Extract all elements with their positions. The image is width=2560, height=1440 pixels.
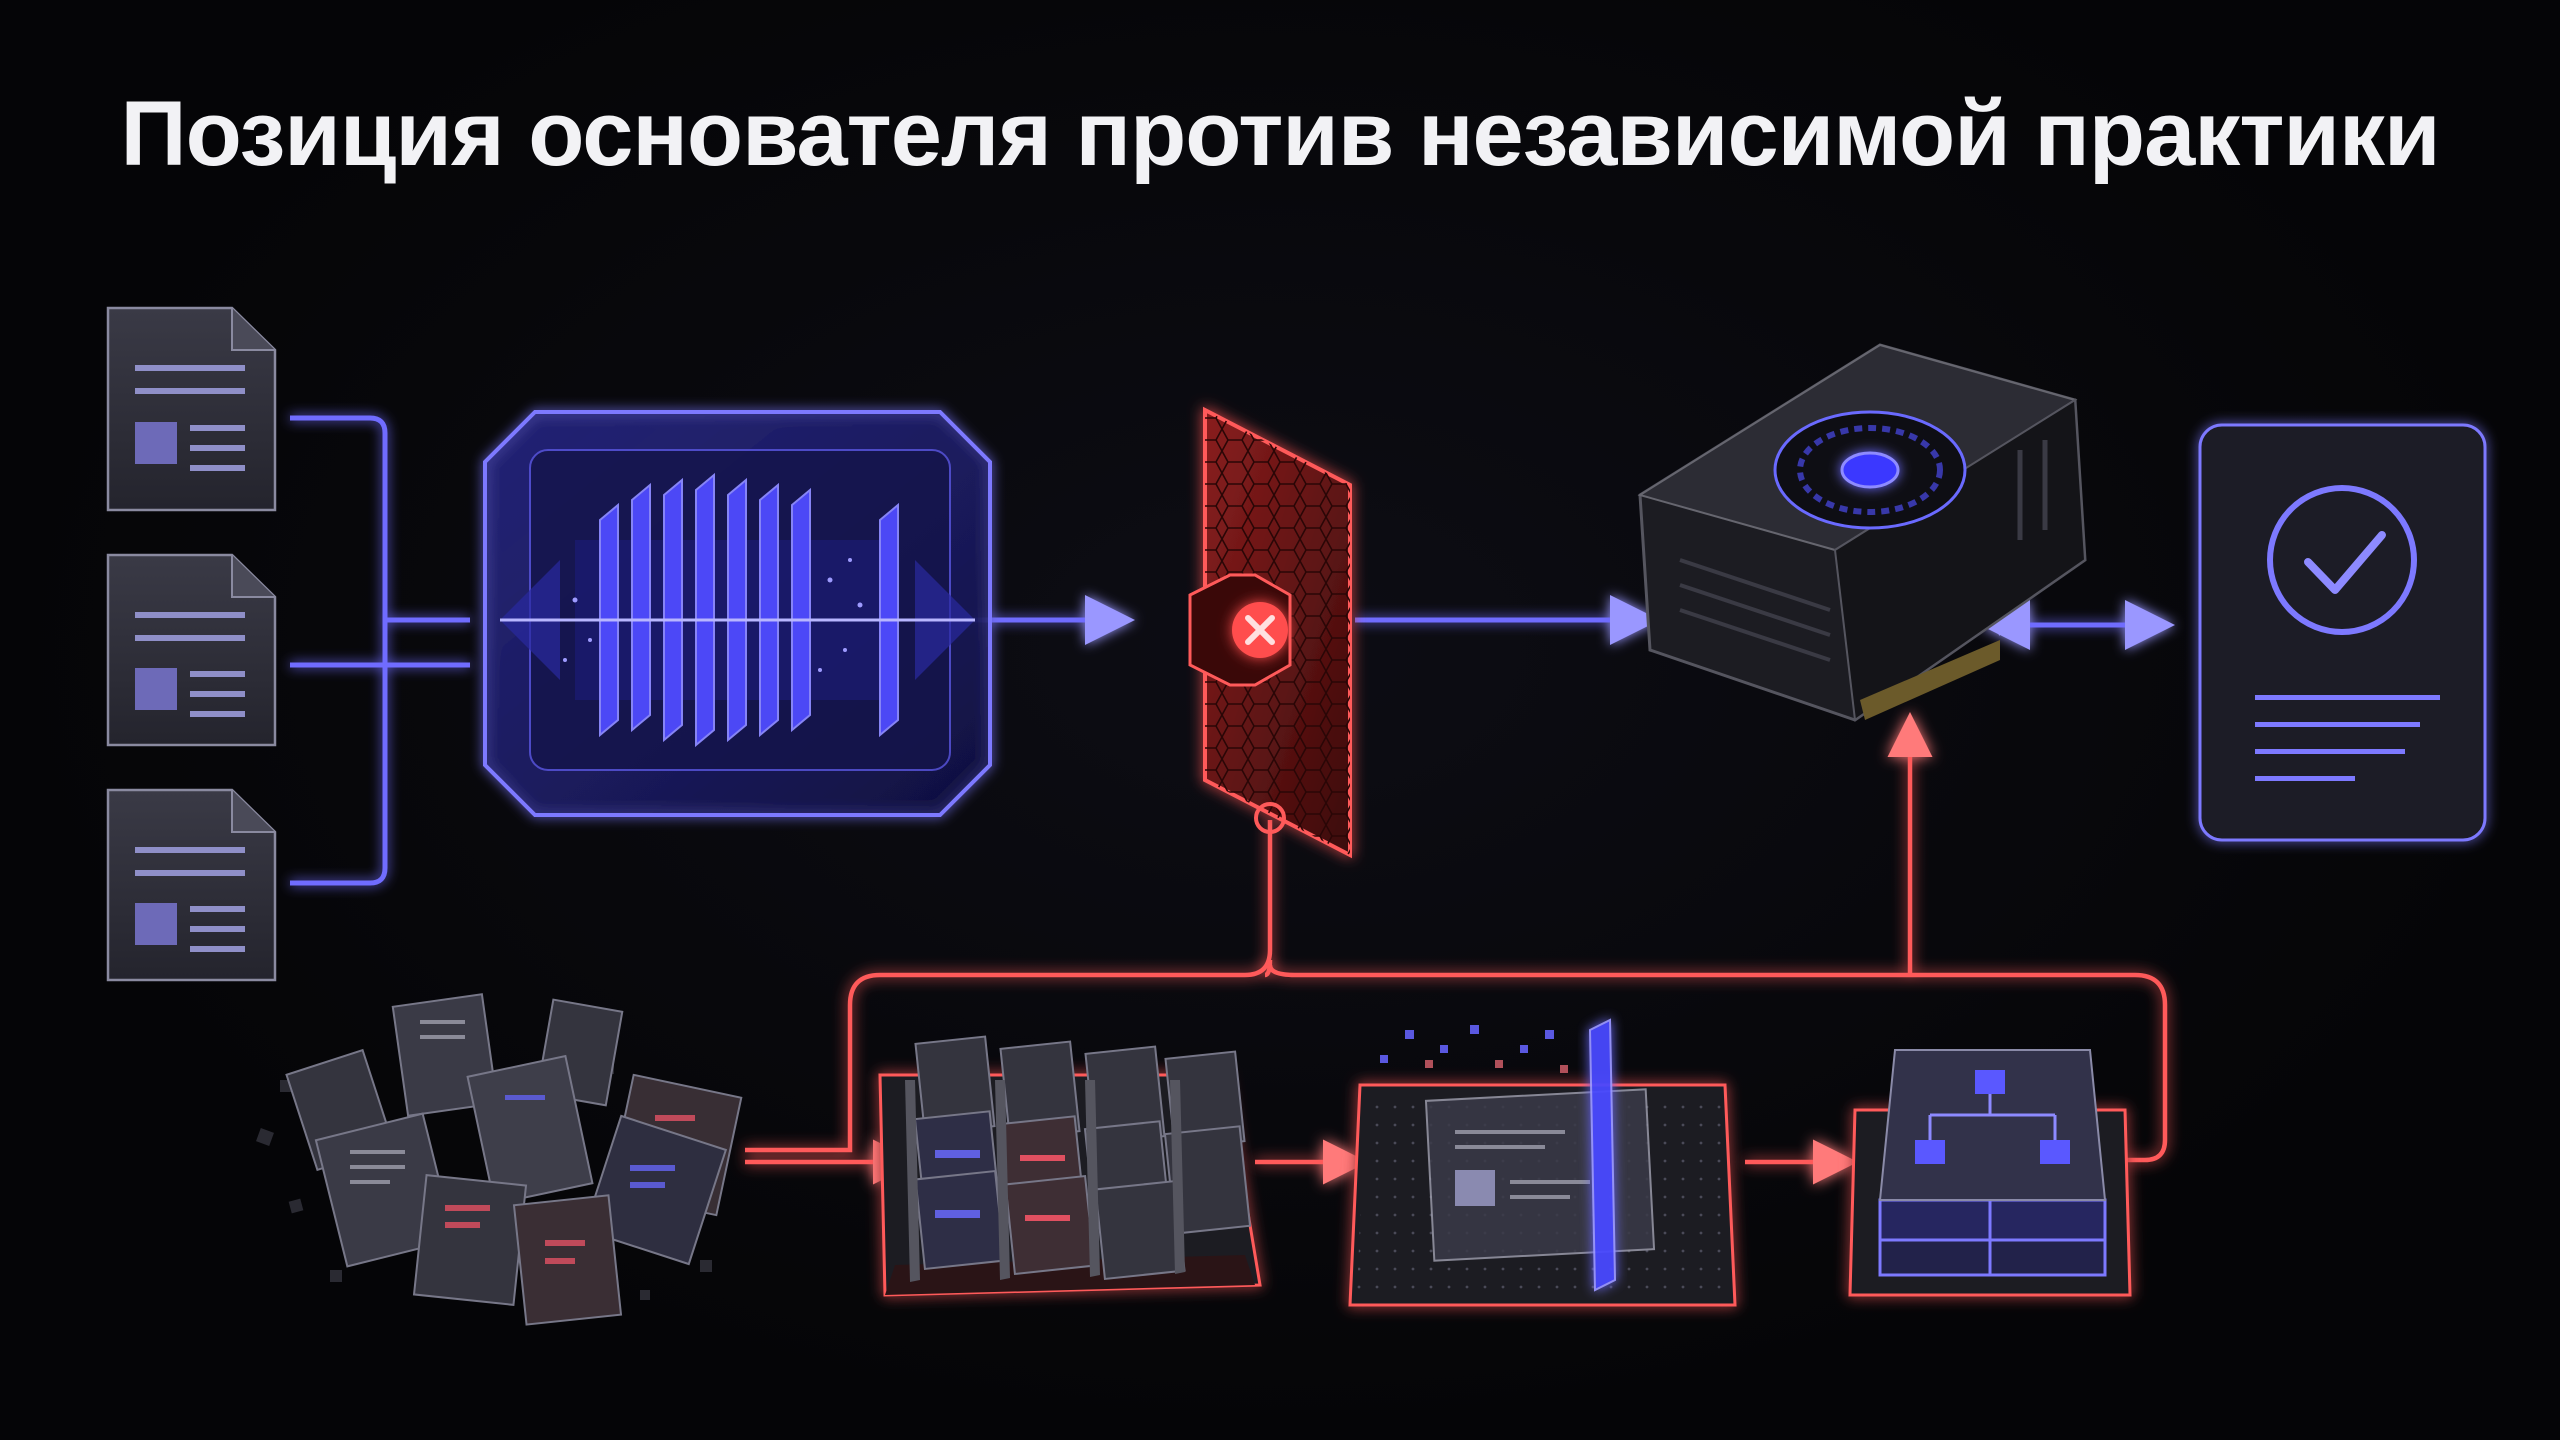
approved-document-icon: [2198, 423, 2487, 842]
hierarchy-stack-icon: [1848, 1049, 2132, 1297]
input-document-3: [106, 788, 277, 982]
document-pile-icon: [256, 993, 743, 1326]
gpu-card-icon: [1637, 343, 2087, 722]
red-flow-lines: [745, 712, 2168, 1185]
document-sorting-rack-icon: [878, 1035, 1262, 1297]
page-title: Позиция основателя против независимой пр…: [120, 83, 2440, 185]
document-scanner-icon: [1348, 1018, 1737, 1307]
input-document-1: [106, 306, 277, 512]
transformer-core-icon: [483, 410, 992, 817]
input-document-2: [106, 553, 277, 747]
blocked-gate-icon: [1188, 406, 1352, 859]
